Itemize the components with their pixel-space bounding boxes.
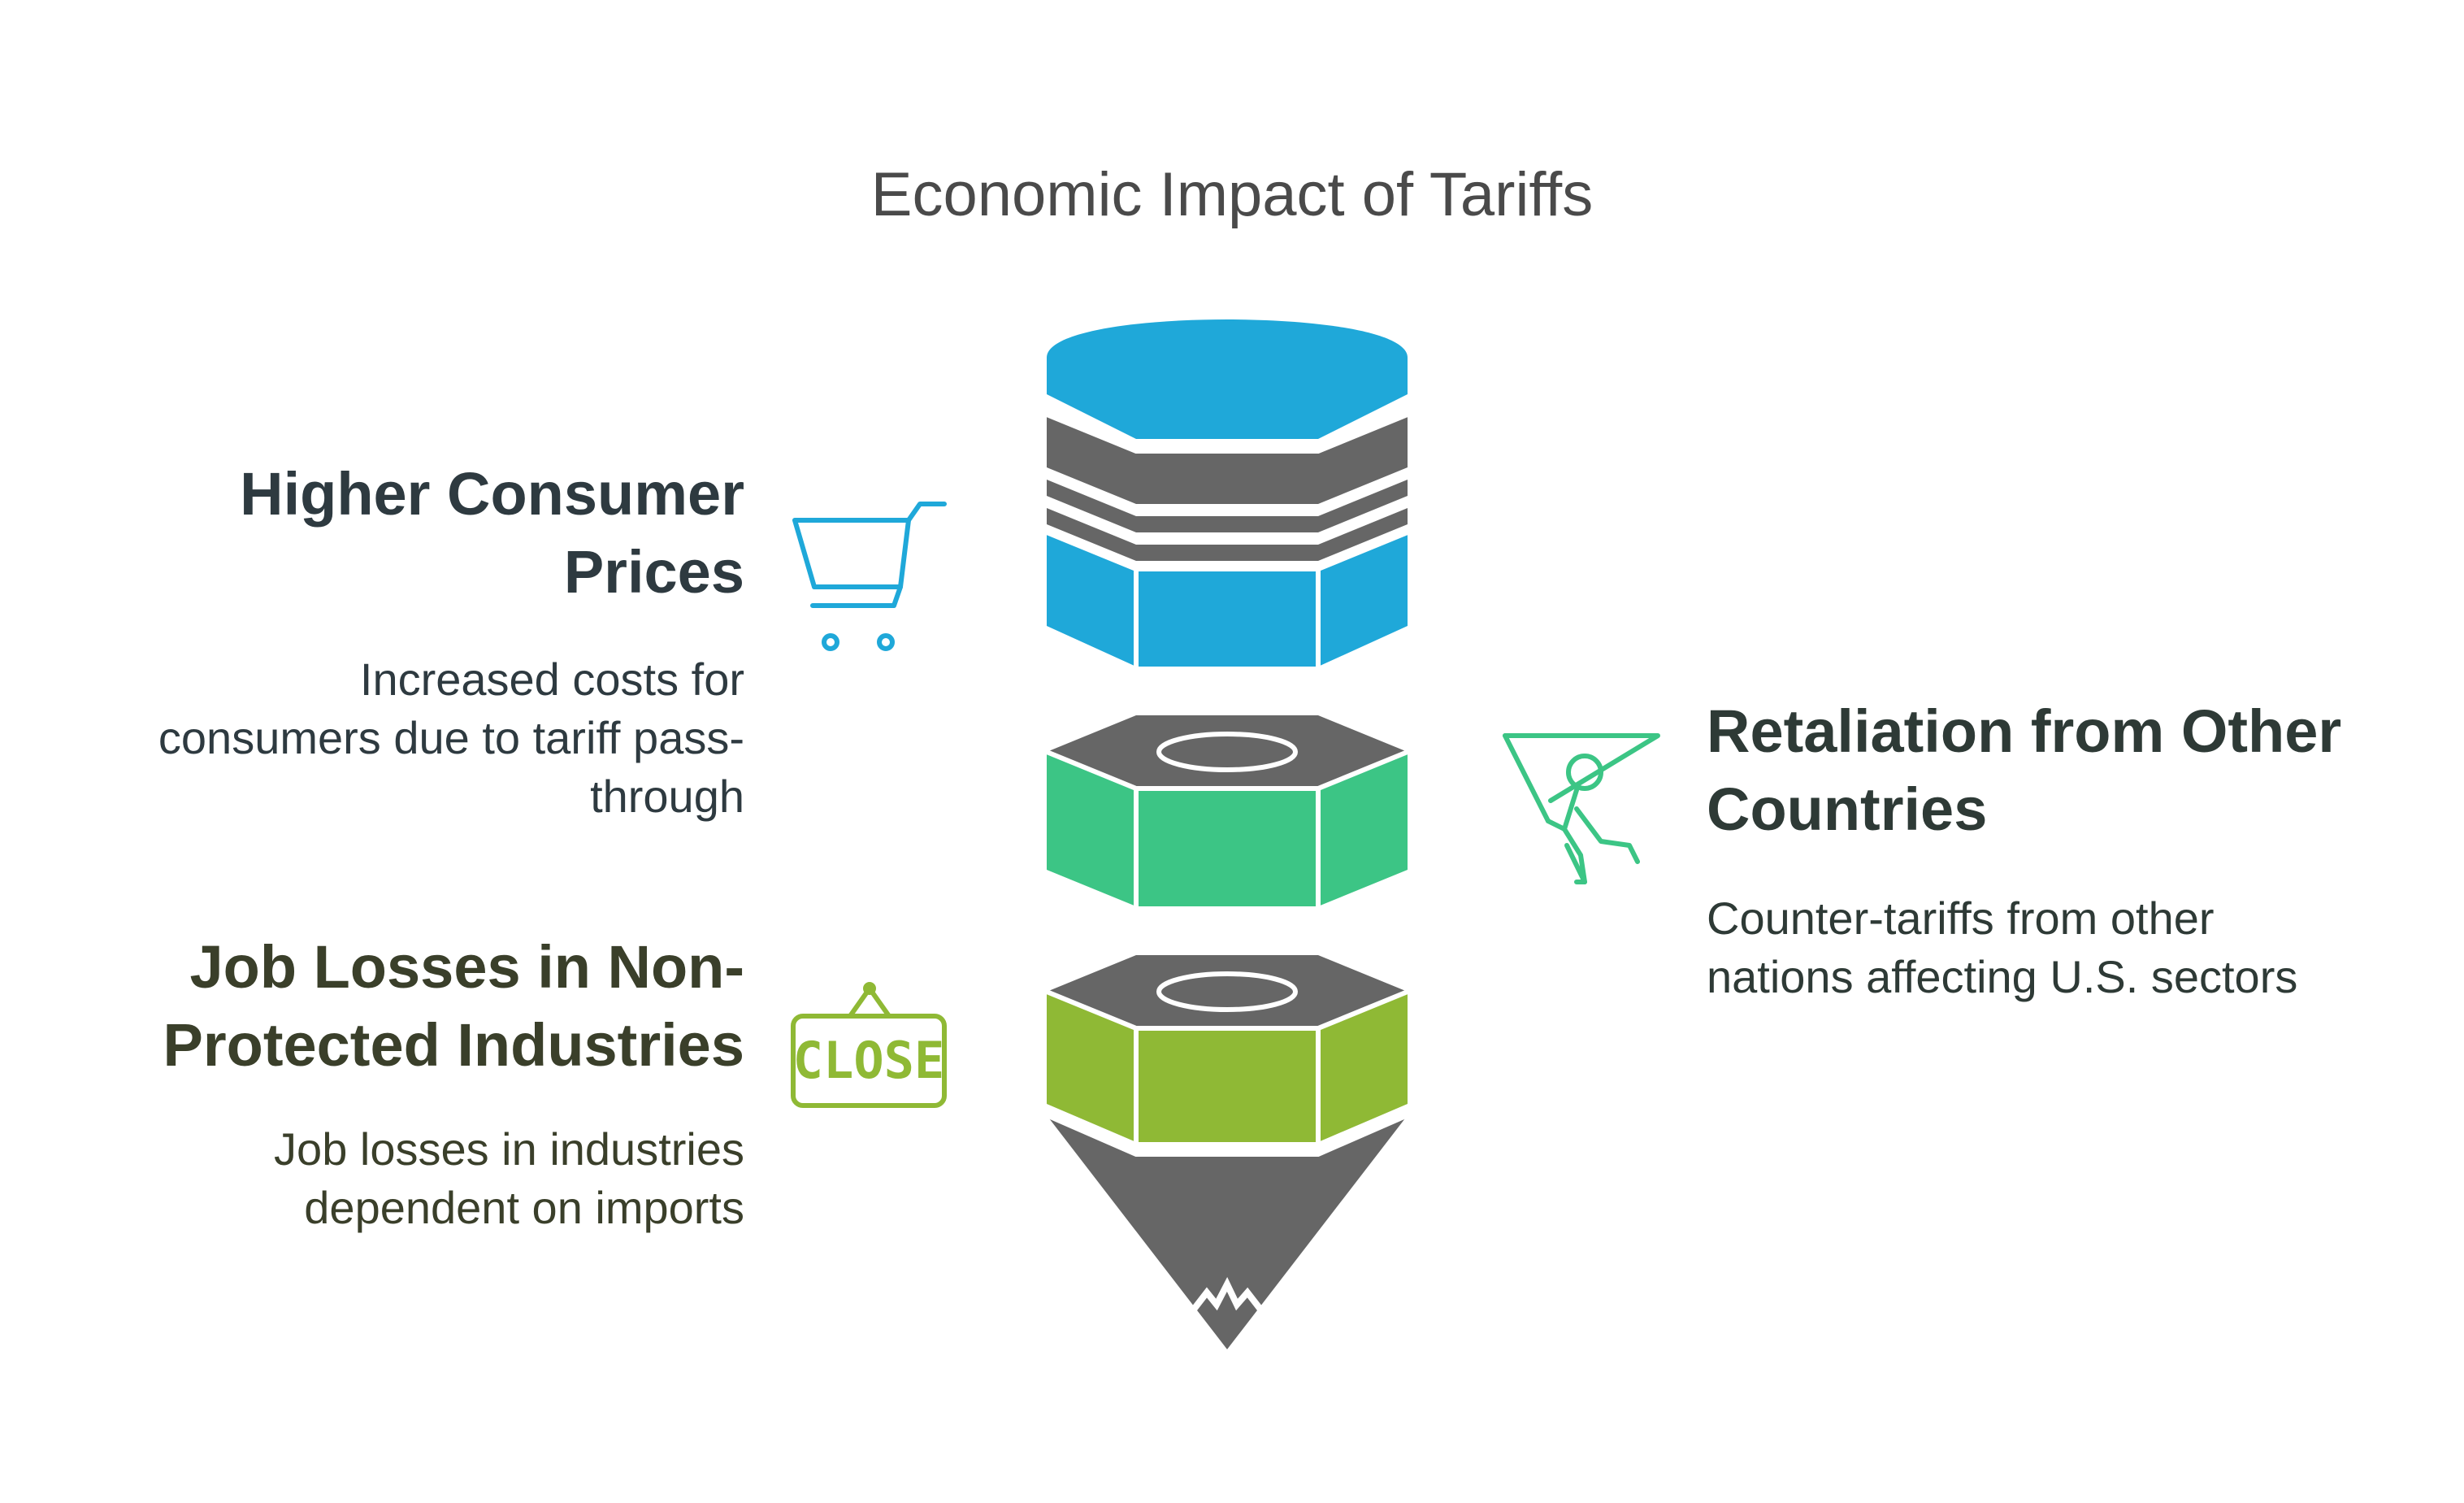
- item-description: Counter-tariffs from other nations affec…: [1707, 889, 2438, 1006]
- shopping-cart-icon: [792, 502, 947, 651]
- description-line: nations affecting U.S. sectors: [1707, 951, 2298, 1002]
- item-description: Increased costs for consumers due to tar…: [13, 650, 744, 826]
- person-with-flag-icon: [1503, 733, 1660, 884]
- item-higher-consumer-prices: Higher Consumer Prices Increased costs f…: [13, 455, 744, 826]
- heading-line: Countries: [1707, 775, 1988, 843]
- description-line: Job losses in industries: [274, 1123, 744, 1175]
- item-heading: Higher Consumer Prices: [13, 455, 744, 611]
- item-heading: Job Losses in Non- Protected Industries: [0, 928, 744, 1084]
- description-line: through: [590, 771, 744, 822]
- heading-line: Higher Consumer: [240, 460, 744, 528]
- pencil-bottom-segment: [1045, 955, 1409, 1142]
- heading-line: Protected Industries: [163, 1011, 744, 1079]
- diagram-title: Economic Impact of Tariffs: [870, 160, 1594, 229]
- pencil-tip: [1045, 1113, 1409, 1349]
- description-line: dependent on imports: [304, 1182, 744, 1233]
- heading-line: Retaliation from Other: [1707, 697, 2342, 765]
- heading-line: Prices: [563, 538, 744, 606]
- pencil-middle-segment: [1045, 715, 1409, 906]
- heading-line: Job Losses in Non-: [189, 933, 744, 1001]
- close-sign-icon: CLOSE: [791, 982, 947, 1108]
- pencil-top-segment: [1045, 319, 1409, 667]
- close-sign-label: CLOSE: [793, 1031, 945, 1090]
- description-line: Increased costs for: [359, 654, 744, 705]
- description-line: Counter-tariffs from other: [1707, 893, 2215, 944]
- item-heading: Retaliation from Other Countries: [1707, 693, 2438, 849]
- description-line: consumers due to tariff pass-: [158, 712, 744, 763]
- item-retaliation: Retaliation from Other Countries Counter…: [1707, 693, 2438, 1006]
- item-description: Job losses in industries dependent on im…: [0, 1120, 744, 1237]
- item-job-losses: Job Losses in Non- Protected Industries …: [0, 928, 744, 1237]
